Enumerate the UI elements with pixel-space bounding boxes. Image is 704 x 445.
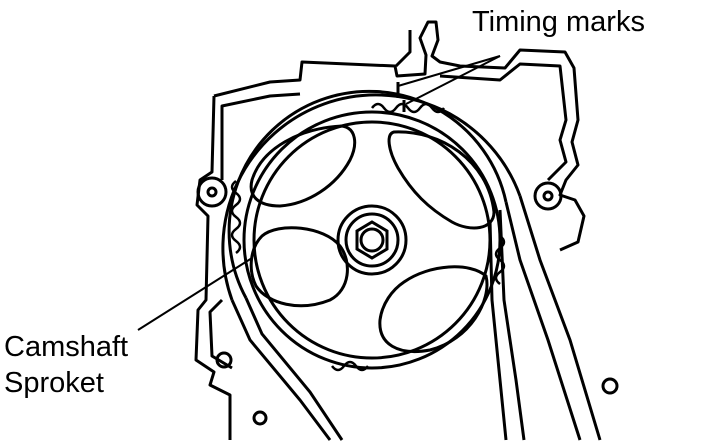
leader-line-timing-2 bbox=[405, 55, 501, 105]
leader-line-timing-1 bbox=[397, 55, 501, 87]
engine-housing bbox=[194, 20, 586, 440]
timing-mark-notches bbox=[396, 82, 406, 112]
camshaft-sprocket bbox=[242, 110, 502, 370]
timing-marks-label: Timing marks bbox=[472, 6, 645, 38]
sprocket-center-bolt bbox=[336, 204, 408, 276]
camshaft-label-line1: Camshaft bbox=[4, 331, 128, 363]
camshaft-label-line2: Sproket bbox=[4, 367, 104, 399]
timing-belt bbox=[221, 89, 602, 441]
leader-line-camshaft bbox=[137, 257, 253, 331]
belt-teeth bbox=[230, 102, 506, 372]
housing-bolt-bosses bbox=[196, 176, 619, 426]
leader-lines bbox=[137, 55, 501, 331]
sprocket-lightening-holes bbox=[249, 124, 496, 353]
